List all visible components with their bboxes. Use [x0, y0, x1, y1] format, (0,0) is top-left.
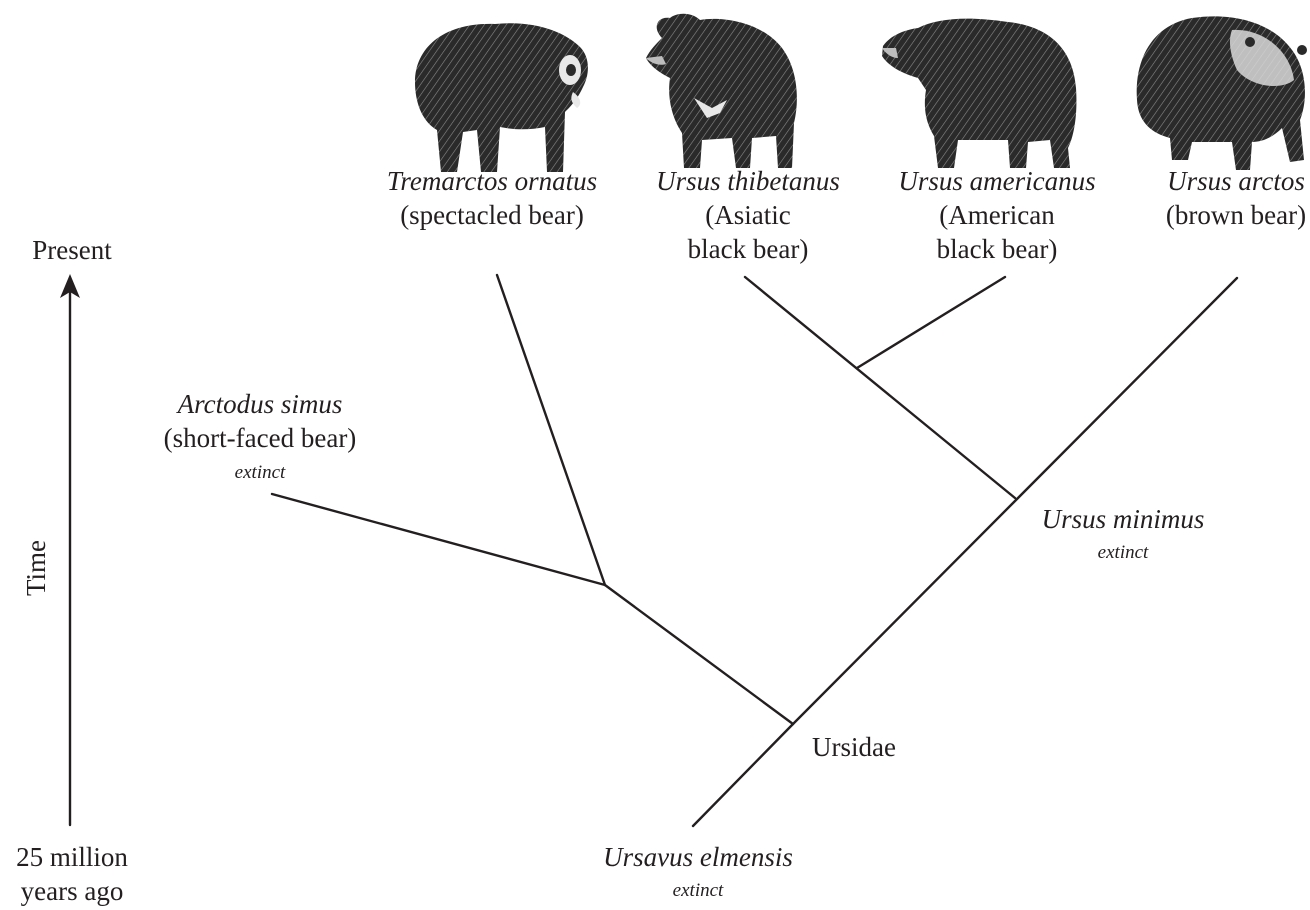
- common-name-line2: black bear): [688, 234, 809, 264]
- species-name: Ursavus elmensis: [603, 842, 793, 872]
- axis-present-label: Present: [32, 235, 112, 265]
- axis-title: Time: [21, 540, 51, 596]
- branch-minimus-to-thibetanus: [745, 277, 1015, 498]
- label-americanus: Ursus americanus (American black bear): [898, 166, 1095, 264]
- species-name: Ursus arctos: [1167, 166, 1305, 196]
- spectacled-bear-illustration: [415, 23, 590, 174]
- label-minimus: Ursus minimus extinct: [1042, 504, 1205, 563]
- branch-to-tremarctos: [497, 275, 605, 585]
- species-name: Ursus thibetanus: [656, 166, 840, 196]
- axis-bottom-label-line1: 25 million: [16, 842, 128, 872]
- label-ursidae: Ursidae: [812, 732, 896, 762]
- asiatic-black-bear-illustration: [646, 14, 797, 168]
- common-name: (brown bear): [1166, 200, 1306, 230]
- brown-bear-illustration: [1137, 16, 1307, 170]
- branch-to-americanus: [857, 277, 1005, 368]
- branch-to-arctodus: [272, 494, 605, 585]
- species-name: Tremarctos ornatus: [387, 166, 597, 196]
- common-name: (spectacled bear): [400, 200, 584, 230]
- common-name: (short-faced bear): [164, 423, 357, 453]
- label-ursavus: Ursavus elmensis extinct: [603, 842, 793, 901]
- time-axis: Present Time 25 million years ago: [16, 235, 128, 906]
- common-name-line2: black bear): [937, 234, 1058, 264]
- branch-ursidae-to-arctos: [793, 278, 1237, 724]
- axis-bottom-label-line2: years ago: [21, 876, 124, 906]
- label-arctodus: Arctodus simus (short-faced bear) extinc…: [164, 389, 357, 483]
- label-tremarctos: Tremarctos ornatus (spectacled bear): [387, 166, 597, 230]
- species-name: Ursus americanus: [898, 166, 1095, 196]
- species-name: Ursus minimus: [1042, 504, 1205, 534]
- branch-ursidae-to-tremarctine-node: [605, 585, 793, 724]
- common-name-line1: (American: [939, 200, 1055, 230]
- common-name-line1: (Asiatic: [705, 200, 790, 230]
- label-thibetanus: Ursus thibetanus (Asiatic black bear): [656, 166, 840, 264]
- phylogenetic-tree: [272, 275, 1237, 826]
- extinct-label: extinct: [673, 880, 724, 901]
- branch-ursavus-to-ursidae: [693, 724, 793, 826]
- species-name: Arctodus simus: [176, 389, 343, 419]
- label-arctos: Ursus arctos (brown bear): [1166, 166, 1306, 230]
- extinct-label: extinct: [235, 462, 286, 483]
- extinct-label: extinct: [1098, 542, 1149, 563]
- american-black-bear-illustration: [882, 19, 1076, 168]
